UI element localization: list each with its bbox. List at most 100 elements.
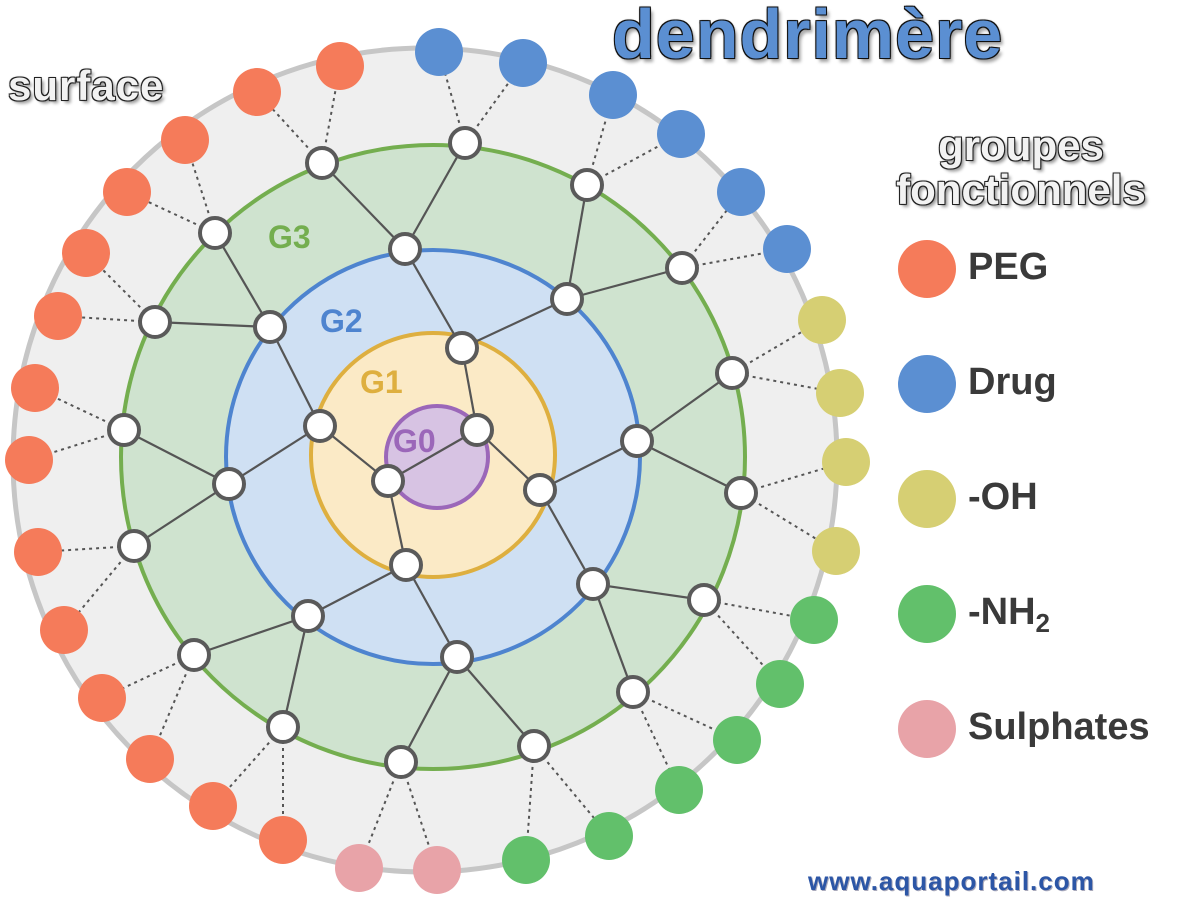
bond-line	[307, 564, 407, 617]
bond-line	[456, 656, 535, 747]
surface-link-line	[525, 745, 535, 861]
terminal-group-dot	[14, 528, 62, 576]
branch-nodes	[107, 126, 758, 779]
terminal-group-dot	[415, 28, 463, 76]
legend-title: groupes fonctionnels	[848, 124, 1194, 212]
terminal-group-dot	[657, 110, 705, 158]
bond-line	[591, 583, 635, 693]
branch-node	[384, 745, 418, 779]
branch-node	[388, 232, 422, 266]
surface-link-line	[703, 599, 781, 685]
surface-link-line	[149, 654, 195, 760]
branch-node	[445, 331, 479, 365]
terminal-group-dot	[798, 296, 846, 344]
terminal-group-dot	[499, 39, 547, 87]
ring-label-g1: G1	[360, 364, 403, 400]
bond-line	[566, 266, 683, 301]
bond-line	[404, 248, 463, 349]
terminal-group-dot	[5, 436, 53, 484]
terminal-group-dot	[589, 71, 637, 119]
bond-line	[154, 320, 271, 329]
branch-node	[724, 476, 758, 510]
bond-line	[636, 372, 733, 442]
branch-node	[117, 529, 151, 563]
branch-node	[570, 168, 604, 202]
terminal-group-dot	[62, 229, 110, 277]
branch-node	[550, 282, 584, 316]
sulphates-dot-icon	[898, 700, 956, 758]
bond-line	[321, 162, 406, 250]
surface-link-line	[400, 761, 438, 871]
peg-dot-icon	[898, 240, 956, 298]
terminal-group-dot	[413, 846, 461, 894]
terminal-group-dot	[822, 438, 870, 486]
bond-line	[404, 142, 466, 250]
bond-line	[565, 184, 589, 300]
legend-label: -OH	[968, 476, 1038, 518]
branch-node	[212, 467, 246, 501]
legend-label: Drug	[968, 361, 1057, 403]
legend-title-line1: groupes	[938, 122, 1104, 169]
terminal-group-dot	[585, 812, 633, 860]
drug-dot-icon	[898, 355, 956, 413]
bond-line	[387, 429, 478, 482]
bond-line	[193, 614, 309, 657]
oh-dot-icon	[898, 470, 956, 528]
terminal-group-dot	[259, 816, 307, 864]
branch-node	[266, 710, 300, 744]
footer-website: www.aquaportail.com	[808, 866, 1095, 896]
branch-node	[448, 126, 482, 160]
terminal-group-dot	[763, 225, 811, 273]
terminal-group-dot	[816, 369, 864, 417]
branch-node	[107, 413, 141, 447]
branch-node	[389, 548, 423, 582]
branch-node	[665, 251, 699, 285]
terminal-group-dot	[790, 596, 838, 644]
terminal-group-dot	[40, 606, 88, 654]
bond-line	[214, 232, 271, 328]
branch-node	[177, 638, 211, 672]
ring-label-g2: G2	[320, 303, 363, 339]
bond-line	[281, 615, 310, 728]
legend-label: -NH2	[968, 591, 1050, 639]
bond-line	[636, 440, 742, 494]
bond-line	[400, 656, 458, 763]
terminal-group-dot	[502, 836, 550, 884]
bond-line	[461, 298, 568, 349]
surface-label: surface	[8, 62, 165, 109]
bond-line	[228, 425, 321, 485]
terminal-group-dot	[713, 716, 761, 764]
terminal-group-dot	[335, 844, 383, 892]
legend-label: Sulphates	[968, 706, 1150, 748]
surface-link-line	[632, 691, 738, 741]
nh2-dot-icon	[898, 585, 956, 643]
terminal-group-dot	[103, 168, 151, 216]
branch-node	[371, 464, 405, 498]
terminal-group-dot	[655, 766, 703, 814]
branch-node	[620, 424, 654, 458]
branch-node	[616, 675, 650, 709]
legend-label-main: -NH	[968, 591, 1036, 633]
legend-label-subscript: 2	[1035, 608, 1051, 638]
branch-node	[715, 356, 749, 390]
branch-node	[576, 567, 610, 601]
branch-node	[687, 583, 721, 617]
legend-title-line2: fonctionnels	[896, 166, 1146, 213]
branch-node	[198, 216, 232, 250]
branch-node	[138, 305, 172, 339]
branch-node	[291, 599, 325, 633]
bond-line	[133, 483, 230, 547]
branch-node	[253, 310, 287, 344]
terminal-group-dot	[756, 660, 804, 708]
terminal-groups	[5, 28, 870, 894]
terminal-group-dot	[233, 68, 281, 116]
branch-node	[517, 729, 551, 763]
legend-label: PEG	[968, 246, 1049, 288]
branch-node	[305, 146, 339, 180]
terminal-group-dot	[316, 42, 364, 90]
surface-link-line	[533, 745, 610, 837]
bond-line	[269, 326, 321, 427]
terminal-group-dot	[78, 674, 126, 722]
surface-link-line	[358, 761, 402, 869]
